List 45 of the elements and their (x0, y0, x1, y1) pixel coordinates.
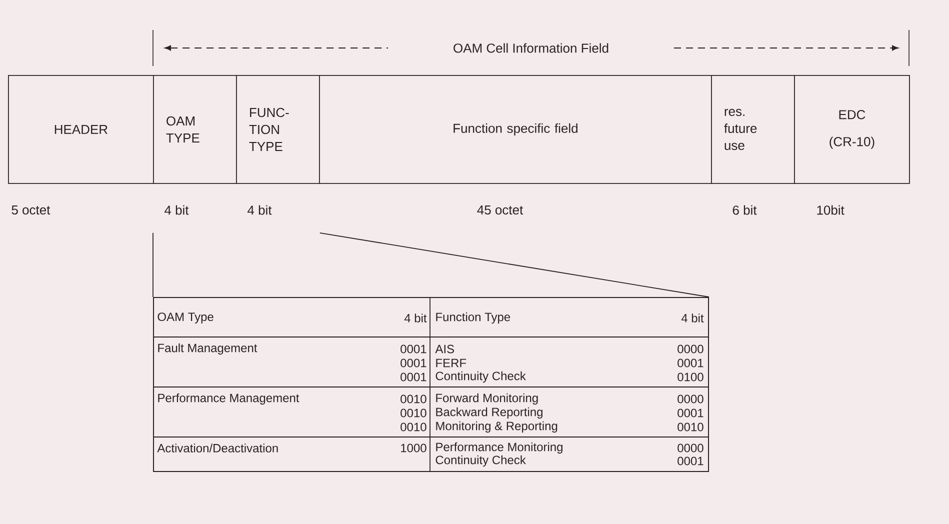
field-box: FUNC- TION TYPE (236, 75, 320, 184)
table-cell: 1000 (401, 444, 426, 452)
dimension-label: OAM Cell Information Field (448, 39, 614, 57)
table-cell: Function Type (436, 312, 510, 324)
table-cell: Forward Monitoring (436, 393, 538, 405)
table-cell: Performance Monitoring (436, 442, 562, 454)
size-label: 5 octet (12, 205, 50, 215)
table-cell: 0010 (678, 422, 704, 432)
table-cell: 0001 (678, 408, 704, 418)
table-cell: 0001 (400, 372, 426, 382)
table-cell: FERF (436, 358, 466, 368)
size-label: 4 bit (164, 205, 189, 215)
table-cell: Backward Reporting (436, 407, 542, 419)
table-cell: 0010 (400, 394, 426, 404)
table-cell: Continuity Check (436, 455, 526, 467)
table-cell: 0000 (678, 444, 704, 452)
field-box: OAM TYPE (153, 75, 237, 184)
table-cell: Monitoring & Reporting (436, 421, 558, 433)
table-cell: 4 bit (681, 314, 704, 322)
table-cell: 0100 (678, 372, 704, 382)
table-cell: 4 bit (404, 314, 427, 322)
size-label: 6 bit (732, 205, 757, 215)
table-cell: OAM Type (158, 312, 214, 324)
field-box: res. future use (711, 75, 795, 184)
table-cell: 0000 (678, 344, 704, 354)
table-cell: Performance Management (158, 393, 300, 405)
table-cell: 0001 (678, 358, 704, 368)
table-cell: Activation/Deactivation (157, 444, 278, 452)
field-box: HEADER (8, 75, 154, 184)
table (152, 296, 710, 472)
table-cell: 0000 (678, 394, 704, 404)
table-cell: 0001 (400, 358, 426, 368)
table-cell: 0001 (678, 456, 704, 466)
table-cell: Continuity Check (436, 371, 526, 383)
leader-line (152, 232, 154, 298)
table-cell: 0010 (400, 422, 426, 432)
size-label: 4 bit (248, 205, 272, 215)
table-cell: 0010 (400, 408, 426, 418)
leader-line (319, 232, 710, 298)
table-cell: AIS (435, 344, 454, 354)
table-cell: Fault Management (158, 343, 258, 355)
size-label: 10bit (817, 205, 844, 215)
table-cell: 0001 (400, 344, 426, 354)
field-box: EDC (CR-10) (794, 75, 910, 184)
size-label: 45 octet (477, 205, 524, 215)
